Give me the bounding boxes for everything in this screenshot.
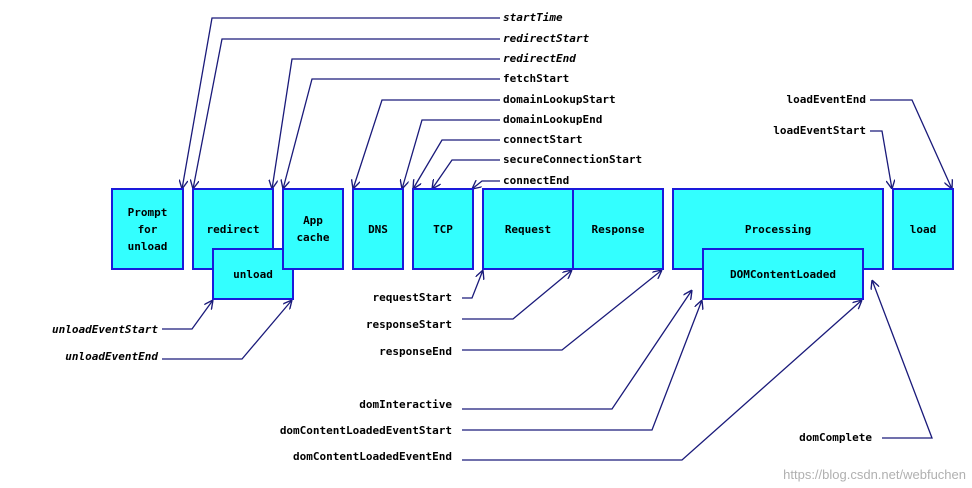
line-redirectStart xyxy=(193,38,500,189)
label-responseEnd: responseEnd xyxy=(379,345,452,358)
label-domContentLoadedEventStart: domContentLoadedEventStart xyxy=(279,424,452,437)
line-responseEnd xyxy=(462,270,662,351)
label-requestStart: requestStart xyxy=(372,291,452,304)
line-unloadEventEnd xyxy=(162,300,292,360)
line-requestStart xyxy=(462,270,483,299)
unload-box: unload xyxy=(212,248,294,300)
load-box: load xyxy=(892,188,954,270)
label-domContentLoadedEventEnd: domContentLoadedEventEnd xyxy=(293,450,452,463)
domcontentloaded-box: DOMContentLoaded xyxy=(702,248,864,300)
app-cache-box: App cache xyxy=(282,188,344,270)
dns-box: DNS xyxy=(352,188,404,270)
label-domComplete: domComplete xyxy=(799,431,872,444)
line-connectStart xyxy=(413,139,500,189)
label-domainLookupStart: domainLookupStart xyxy=(503,93,616,106)
line-domComplete xyxy=(872,280,933,439)
line-domainLookupEnd xyxy=(402,119,500,189)
line-loadEventEnd xyxy=(870,99,952,189)
line-startTime xyxy=(182,17,500,189)
label-redirectEnd: redirectEnd xyxy=(503,52,576,65)
line-secureConnectionStart xyxy=(432,159,500,189)
label-responseStart: responseStart xyxy=(365,318,452,331)
watermark: https://blog.csdn.net/webfuchen xyxy=(783,467,966,482)
line-domContentLoadedEventEnd xyxy=(462,300,862,461)
line-domainLookupStart xyxy=(353,99,500,189)
label-redirectStart: redirectStart xyxy=(503,32,590,45)
label-fetchStart: fetchStart xyxy=(503,72,570,85)
label-unloadEventEnd: unloadEventEnd xyxy=(65,350,158,363)
label-connectEnd: connectEnd xyxy=(503,174,570,187)
line-domInteractive xyxy=(462,290,692,410)
request-box: Request xyxy=(482,188,574,270)
line-responseStart xyxy=(462,270,572,320)
line-unloadEventStart xyxy=(162,300,213,330)
line-fetchStart xyxy=(283,78,500,189)
label-domainLookupEnd: domainLookupEnd xyxy=(503,113,603,126)
label-secureConnectionStart: secureConnectionStart xyxy=(503,153,643,166)
prompt-for-unload-box: Prompt for unload xyxy=(111,188,184,270)
tcp-box: TCP xyxy=(412,188,474,270)
response-box: Response xyxy=(572,188,664,270)
label-unloadEventStart: unloadEventStart xyxy=(52,323,158,336)
line-connectEnd xyxy=(472,181,500,189)
label-loadEventEnd: loadEventEnd xyxy=(786,93,866,106)
label-loadEventStart: loadEventStart xyxy=(773,124,866,137)
label-connectStart: connectStart xyxy=(503,133,583,146)
line-loadEventStart xyxy=(870,130,892,189)
line-redirectEnd xyxy=(272,58,500,189)
label-startTime: startTime xyxy=(503,11,563,24)
line-domContentLoadedEventStart xyxy=(462,300,702,431)
label-domInteractive: domInteractive xyxy=(359,398,452,411)
